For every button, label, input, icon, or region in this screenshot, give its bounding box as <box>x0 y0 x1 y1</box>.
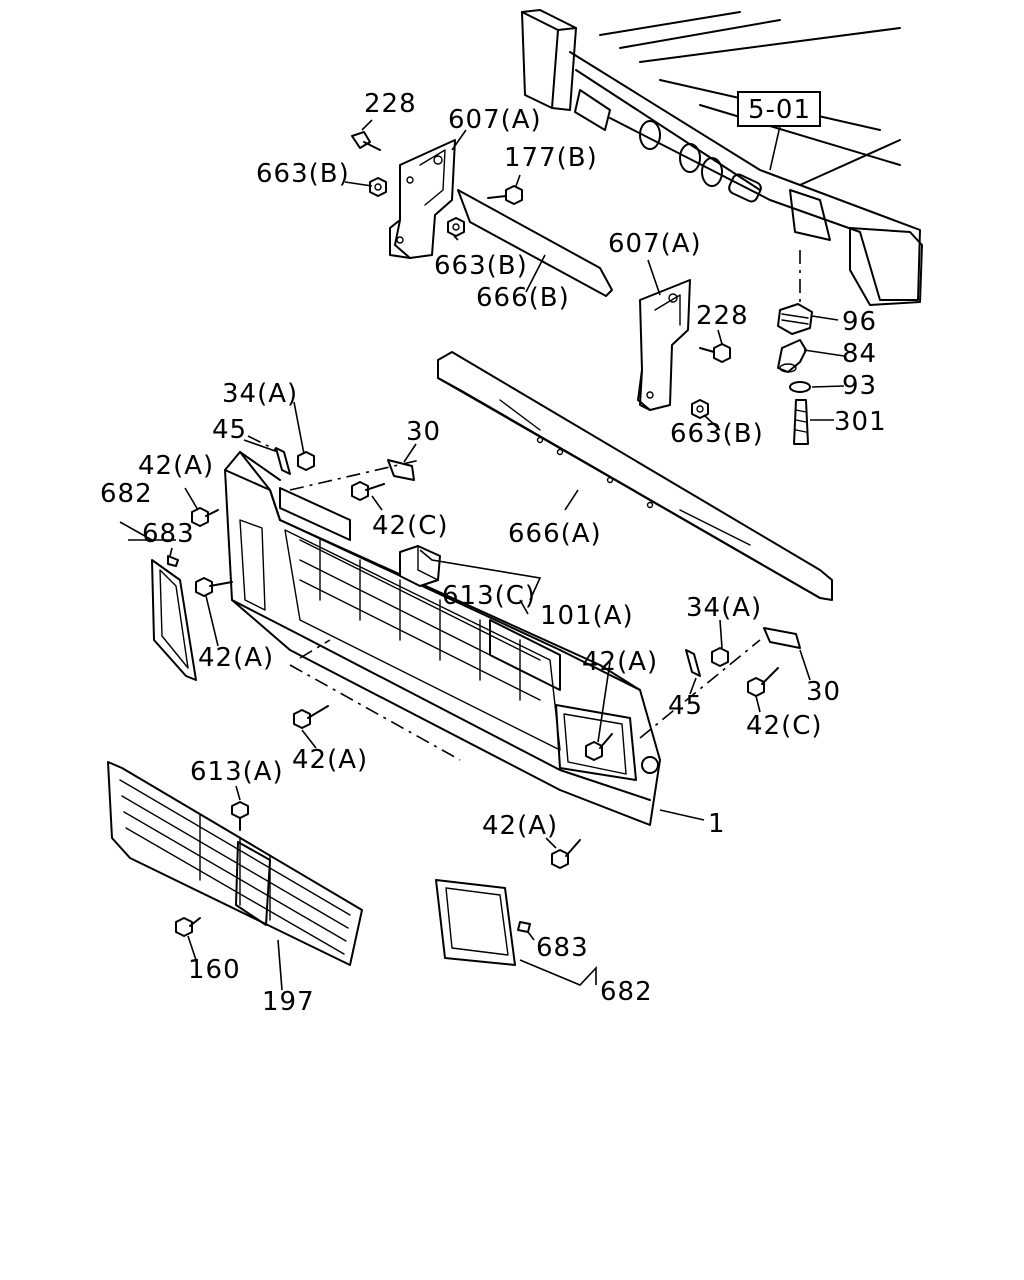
label-607a-right: 607(A) <box>608 229 702 259</box>
bracket-607a-left[interactable] <box>389 139 456 259</box>
label-42c-right: 42(C) <box>746 711 823 741</box>
nut-663b-mid[interactable] <box>447 217 465 237</box>
label-93: 93 <box>842 371 877 401</box>
clip-683-right[interactable] <box>517 921 531 933</box>
bolt-42a-rightmid[interactable] <box>585 733 613 761</box>
clip-45-left[interactable] <box>275 447 291 475</box>
label-101a: 101(A) <box>540 601 634 631</box>
label-682-right: 682 <box>600 977 653 1007</box>
bolt-42a-leftmid[interactable] <box>195 577 233 597</box>
bracket-607a-right[interactable] <box>637 279 691 411</box>
box-613c[interactable] <box>399 545 441 587</box>
label-84: 84 <box>842 339 877 369</box>
nut-663b-right[interactable] <box>691 399 709 419</box>
label-42c-upper: 42(C) <box>372 511 449 541</box>
label-228-top: 228 <box>364 89 417 119</box>
label-42a-leftmid: 42(A) <box>198 643 274 673</box>
nut-34a-left[interactable] <box>297 451 315 471</box>
screw-160[interactable] <box>175 917 201 937</box>
vehicle-frame <box>521 9 923 306</box>
label-663b-mid: 663(B) <box>434 251 528 281</box>
label-42a-bottommid: 42(A) <box>292 745 368 775</box>
label-45-right: 45 <box>668 691 703 721</box>
bolt-228-right[interactable] <box>699 343 731 363</box>
label-683-right: 683 <box>536 933 589 963</box>
trim-682-right[interactable] <box>435 879 516 966</box>
label-682-left: 682 <box>100 479 153 509</box>
screw-613a[interactable] <box>231 801 249 831</box>
label-301: 301 <box>834 407 887 437</box>
label-42a-lower: 42(A) <box>482 811 558 841</box>
label-1: 1 <box>708 809 726 839</box>
label-613a: 613(A) <box>190 757 284 787</box>
label-45-left: 45 <box>212 415 247 445</box>
bolt-301[interactable] <box>793 399 809 445</box>
bar-666b[interactable] <box>457 189 613 297</box>
label-666a: 666(A) <box>508 519 602 549</box>
bolt-42c-right[interactable] <box>747 667 779 697</box>
label-607a-top: 607(A) <box>448 105 542 135</box>
label-160: 160 <box>188 955 241 985</box>
label-228-right: 228 <box>696 301 749 331</box>
label-96: 96 <box>842 307 877 337</box>
front-bumper-1[interactable] <box>224 451 661 826</box>
nut-34a-right[interactable] <box>711 647 729 667</box>
bracket-84[interactable] <box>777 339 807 373</box>
reference-box[interactable] <box>737 91 821 127</box>
reference-box-label: 5-01 <box>748 95 811 125</box>
label-42a-upper: 42(A) <box>138 451 214 481</box>
label-30-left: 30 <box>406 417 441 447</box>
label-30-right: 30 <box>806 677 841 707</box>
trim-682-left[interactable] <box>151 559 197 681</box>
rubber-pad-96[interactable] <box>777 303 813 335</box>
label-613c: 613(C) <box>442 581 536 611</box>
label-42a-rightmid: 42(A) <box>582 647 658 677</box>
label-683-left: 683 <box>142 519 195 549</box>
label-34a-right: 34(A) <box>686 593 762 623</box>
bolt-42a-lower[interactable] <box>551 839 581 869</box>
bolt-42a-bottommid[interactable] <box>293 705 329 729</box>
washer-93[interactable] <box>789 381 811 393</box>
label-34a-left: 34(A) <box>222 379 298 409</box>
label-177b: 177(B) <box>504 143 598 173</box>
label-197: 197 <box>262 987 315 1017</box>
bolt-42c-upper[interactable] <box>351 481 385 501</box>
clip-45-right[interactable] <box>685 649 701 677</box>
bolt-177b[interactable] <box>487 185 523 205</box>
nut-663b-left[interactable] <box>369 177 387 197</box>
bumper-reinforcement-666a[interactable] <box>437 351 833 601</box>
clip-683-left[interactable] <box>167 555 179 567</box>
clip-30-right[interactable] <box>763 627 801 649</box>
bolt-228-top[interactable] <box>351 131 381 151</box>
label-666b: 666(B) <box>476 283 570 313</box>
bolt-42a-upper[interactable] <box>191 507 219 527</box>
label-663b-right: 663(B) <box>670 419 764 449</box>
label-663b-left: 663(B) <box>256 159 350 189</box>
grille-197[interactable] <box>107 761 363 966</box>
